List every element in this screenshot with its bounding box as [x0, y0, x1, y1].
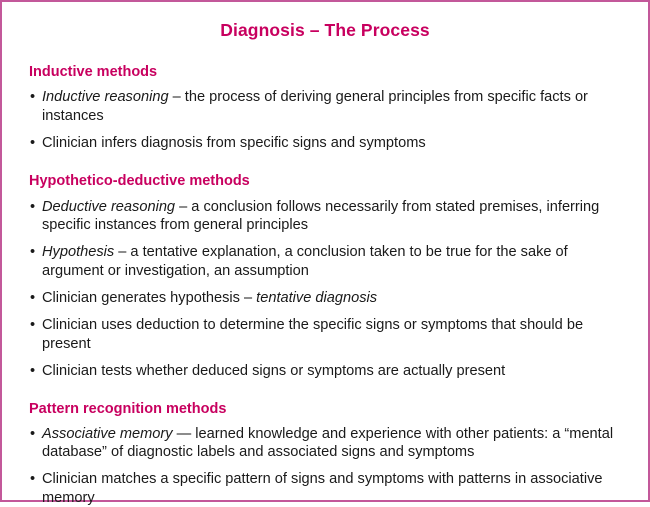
section-pattern-recognition-methods: Pattern recognition methods Associative …	[29, 401, 628, 507]
section-heading-pattern-recognition-methods: Pattern recognition methods	[29, 400, 227, 417]
bullet-emphasis-tail: tentative diagnosis	[256, 290, 378, 307]
bullet-emphasis: Hypothesis	[42, 244, 115, 261]
bullet-list-inductive-methods: Inductive reasoning – the process of der…	[29, 88, 628, 153]
bullet-text: Clinician tests whether deduced signs or…	[42, 363, 506, 380]
section-heading-hypothetico-deductive-methods: Hypothetico-deductive methods	[29, 173, 250, 190]
bullet-text: Clinician matches a specific pattern of …	[42, 471, 603, 506]
list-item: Hypothesis – a tentative explanation, a …	[29, 243, 628, 280]
bullet-text: – the process of deriving general princi…	[42, 89, 588, 124]
list-item: Deductive reasoning – a conclusion follo…	[29, 198, 628, 235]
section-divider-gap	[29, 390, 628, 401]
bullet-text: – a conclusion follows necessarily from …	[42, 198, 600, 233]
bullet-emphasis: Inductive reasoning	[42, 89, 169, 106]
list-item: Clinician generates hypothesis – tentati…	[29, 289, 628, 308]
list-item: Associative memory — learned knowledge a…	[29, 425, 628, 462]
list-item: Clinician infers diagnosis from specific…	[29, 134, 628, 153]
bullet-text: Clinician uses deduction to determine th…	[42, 317, 584, 352]
bullet-text: — learned knowledge and experience with …	[42, 425, 614, 461]
bullet-emphasis: Deductive reasoning	[42, 198, 176, 215]
list-item: Clinician uses deduction to determine th…	[29, 316, 628, 353]
bullet-text: – a tentative explanation, a conclusion …	[42, 244, 568, 279]
section-inductive-methods: Inductive methods Inductive reasoning – …	[29, 64, 628, 153]
page-title: Diagnosis – The Process	[220, 20, 430, 40]
section-hypothetico-deductive-methods: Hypothetico-deductive methods Deductive …	[29, 173, 628, 380]
bullet-list-pattern-recognition-methods: Associative memory — learned knowledge a…	[29, 425, 628, 507]
bullet-list-hypothetico-deductive-methods: Deductive reasoning – a conclusion follo…	[29, 198, 628, 381]
list-item: Inductive reasoning – the process of der…	[29, 88, 628, 125]
list-item: Clinician tests whether deduced signs or…	[29, 362, 628, 381]
section-divider-gap	[29, 161, 628, 173]
bullet-emphasis: Associative memory	[42, 425, 173, 442]
bullet-text: Clinician infers diagnosis from specific…	[42, 135, 426, 152]
section-heading-inductive-methods: Inductive methods	[29, 64, 158, 81]
slide-content: Inductive methods Inductive reasoning – …	[2, 64, 648, 507]
bullet-text: Clinician generates hypothesis –	[42, 290, 257, 307]
